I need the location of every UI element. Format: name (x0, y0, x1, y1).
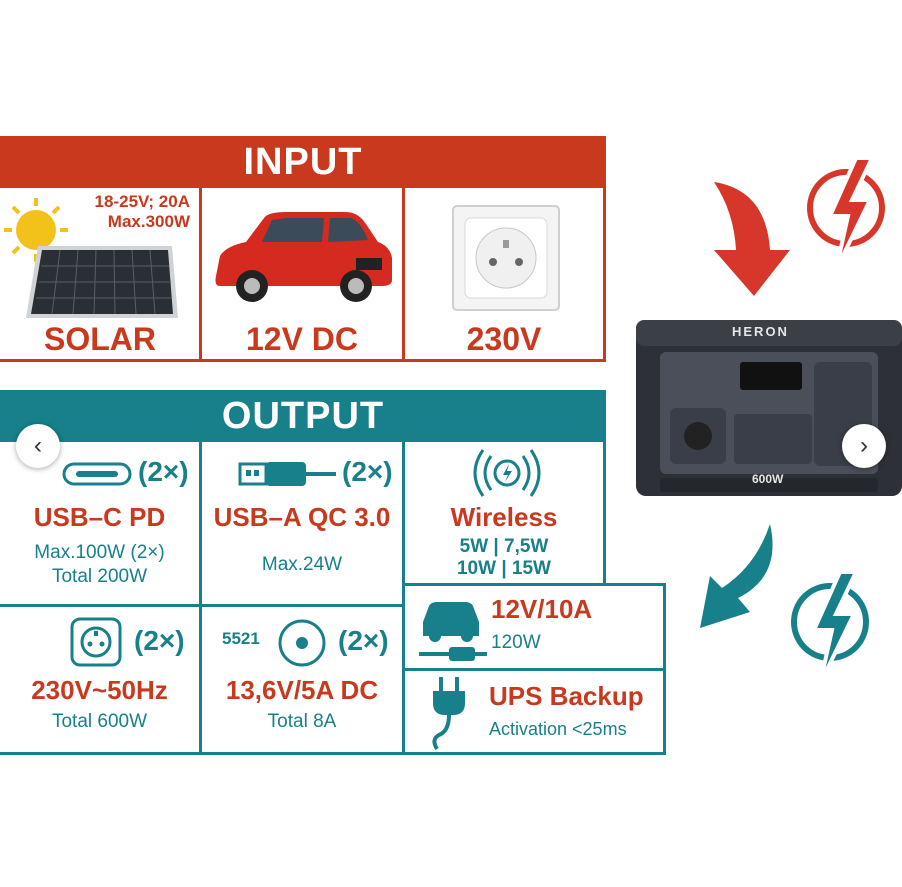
usba-multiplier: (2×) (342, 456, 393, 487)
carousel-next-button[interactable]: › (842, 424, 886, 468)
ac-outlet-cell: (2×) 230V~50Hz Total 600W (0, 607, 199, 752)
mains-cell: 230V (405, 188, 603, 362)
solar-label: SOLAR (44, 321, 156, 357)
grid-line (663, 583, 666, 755)
input-divider (199, 188, 202, 362)
solar-panel-icon (4, 198, 178, 318)
grid-line (402, 442, 405, 754)
grid-line (402, 668, 666, 671)
usb-a-plug-icon (238, 462, 336, 486)
dc-outlet-cell: 5521 (2×) 13,6V/5A DC Total 8A (202, 607, 402, 752)
wireless-charging-icon (473, 449, 541, 497)
grid-line (402, 583, 666, 586)
usba-cell: (2×) USB–A QC 3.0 Max.24W (202, 442, 402, 604)
usbc-cell: (2×) USB–C PD Max.100W (2×) Total 200W (0, 442, 199, 604)
dc-line1: Total 8A (267, 711, 337, 732)
lightning-icon (807, 156, 885, 271)
car-socket-line1: 120W (491, 632, 541, 653)
carousel-prev-button[interactable]: ‹ (16, 424, 60, 468)
usb-c-port-icon (62, 462, 132, 486)
car-icon (215, 212, 392, 302)
wireless-line2: 10W | 15W (456, 558, 551, 579)
chevron-left-icon: ‹ (34, 432, 42, 459)
dc-multiplier: (2×) (338, 625, 389, 656)
ups-cell: UPS Backup Activation <25ms (405, 671, 663, 752)
dc-connector-label: 5521 (222, 629, 260, 648)
device-brand: HERON (732, 324, 789, 339)
usbc-line2: Total 200W (51, 566, 148, 587)
ups-title: UPS Backup (489, 681, 644, 711)
ac-outlet-icon (70, 617, 122, 667)
output-lightning-icon (791, 570, 869, 685)
grid-line (402, 752, 666, 755)
wireless-title: Wireless (450, 502, 558, 532)
usbc-line1: Max.100W (2×) (34, 542, 165, 563)
car-cell: 12V DC (202, 188, 402, 362)
wireless-line1: 5W | 7,5W (459, 536, 549, 557)
chevron-right-icon: › (860, 432, 868, 459)
usba-line1: Max.24W (261, 554, 343, 575)
usbc-multiplier: (2×) (138, 456, 189, 487)
output-header: OUTPUT (0, 390, 606, 442)
grid-line (199, 442, 202, 754)
wall-socket-icon (452, 205, 560, 311)
solar-spec-line1: 18-25V; 20A (94, 192, 190, 211)
solar-cell: 18-25V; 20A Max.300W SOLAR (0, 188, 200, 362)
ac-multiplier: (2×) (134, 625, 185, 656)
ac-title: 230V~50Hz (31, 675, 168, 705)
plug-icon (432, 677, 465, 751)
ups-line1: Activation <25ms (489, 719, 627, 739)
wireless-cell: Wireless 5W | 7,5W 10W | 15W (405, 442, 603, 583)
mains-label: 230V (466, 321, 542, 357)
ac-line1: Total 600W (51, 711, 148, 732)
car-socket-cell: 12V/10A 120W (405, 586, 663, 668)
power-station-device: HERON 600W (636, 318, 902, 498)
input-divider (402, 188, 405, 362)
power-station-icon (636, 320, 902, 496)
solar-spec-line2: Max.300W (107, 212, 190, 231)
dc-title: 13,6V/5A DC (225, 675, 379, 705)
input-header: INPUT (0, 136, 606, 188)
device-model: 600W (752, 472, 784, 486)
usbc-title: USB–C PD (33, 502, 166, 532)
car-charger-icon (419, 602, 487, 661)
input-arrow-icon (714, 182, 790, 296)
grid-line (603, 442, 606, 585)
car-socket-title: 12V/10A (491, 594, 593, 624)
car-label: 12V DC (245, 321, 359, 357)
output-arrow-icon (700, 524, 773, 628)
dc-barrel-icon (278, 619, 326, 667)
usba-title: USB–A QC 3.0 (213, 502, 391, 532)
